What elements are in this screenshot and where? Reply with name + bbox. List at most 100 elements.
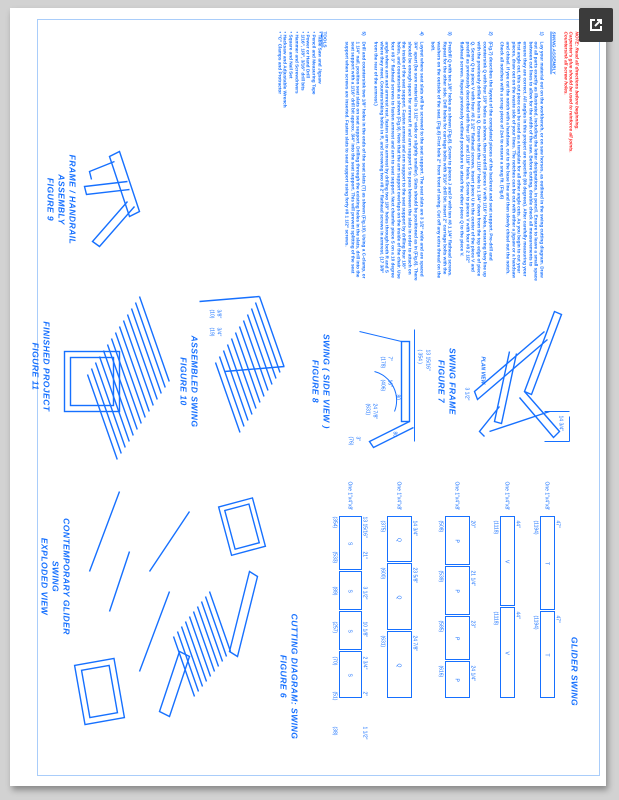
piece-letter: P [454,679,460,683]
dimension-label: (1194) [533,521,539,535]
piece-letter: P [454,590,460,594]
slat [114,332,146,418]
dimension-label: 13 15/16" [425,350,431,371]
slat [172,636,196,697]
board-piece [339,571,362,610]
dimension-label: 21" [362,552,368,560]
drawings: PLAN VIEW 14 3/4" 3 1/2" ( 354 ) 13 15/1… [63,150,570,740]
page-border [37,19,600,776]
board-piece [500,516,515,606]
slat [192,611,216,672]
piece-letter: V [504,560,510,564]
open-in-new-button[interactable] [579,8,613,42]
dimension-label: (616) [438,666,444,678]
dimension-label: (1118) [493,612,499,626]
slat [176,631,200,692]
slat [188,616,212,677]
stock-label: One 1"x4"x8' [544,482,550,511]
board-piece [387,631,412,698]
slat [242,320,269,391]
piece-letter: S [347,590,353,594]
dimension-label: (539) [438,571,444,583]
board-piece [387,563,412,630]
piece-letter: T [544,654,550,657]
slat [218,356,245,427]
dimension-label: 16" [387,380,393,388]
dimension-label: (89) [332,587,338,596]
dimension-label: 23 5/8" [412,568,418,584]
dimension-label: 3/4" [216,328,222,337]
dimension-label: (19) [209,328,215,337]
dimension-label: 3 1/2" [362,587,368,600]
dimension-label: 24 7/8" [412,636,418,652]
slat [258,296,285,367]
dimension-label: 3 1/2" [464,388,470,401]
plan-view-label: PLAN VIEW [480,357,486,386]
slat [180,626,204,687]
slat [110,338,142,424]
angle-label: 80 [392,432,398,438]
board-piece [540,611,555,698]
slat [230,338,257,409]
piece-letter: S [347,542,353,546]
dimension-label: (600) [380,568,386,580]
frame-handrail-drawing [83,150,141,248]
dimension-label: 14 3/4" [558,416,564,432]
dimension-label: 47" [555,521,561,529]
board-piece [500,607,515,698]
swing-frame-drawing: PLAN VIEW 14 3/4" 3 1/2" [464,310,570,442]
slat [246,314,273,385]
stock-label: One 1"x4"x8' [504,482,510,511]
dimension-label: (631) [380,636,386,648]
dimension-label: (10) [209,310,215,319]
dimension-label: 3" [355,437,361,442]
dimension-label: (178) [380,357,386,369]
dimension-label: (585) [438,621,444,633]
slat [102,350,134,436]
slat [130,308,162,394]
dimension-label: 13 15/16" [362,517,368,538]
slat [138,296,170,382]
board-piece [339,611,362,650]
dimension-label: 3/8" [216,310,222,319]
slat [204,596,228,657]
slat [184,621,208,682]
dimension-label: (76) [348,437,354,446]
angle-label: 80 [395,395,401,401]
piece-letter: Q [396,664,402,668]
slat [126,314,158,400]
slat [238,326,265,397]
open-in-new-icon [590,19,602,31]
dimension-label: 20" [470,521,476,529]
frame-leg [199,295,285,373]
dimension-label: 2 3/4" [362,657,368,670]
board-piece [387,516,412,562]
piece-letter: P [454,637,460,641]
finished-project-drawing [63,296,170,460]
dimension-label: (533) [332,552,338,564]
dimension-label: (406) [380,380,386,392]
dimension-label: 2" [362,692,368,697]
piece-letter: V [504,652,510,656]
piece-letter: S [347,674,353,678]
swing-side-view-drawing: ( 354 ) 13 15/16" 7" (178) 16" (406) 24 … [348,329,431,449]
dimension-label: (70) [332,657,338,666]
dimension-label: 24 1/4" [470,666,476,682]
dimension-label: 44" [515,521,521,529]
glider-frame-inner [69,356,115,407]
dimension-label: 23" [470,621,476,629]
dimension-label: (38) [332,727,338,736]
dimension-label: 24 7/8" [372,404,378,420]
slat [222,350,249,421]
slat [196,606,220,667]
slat [86,374,118,460]
dimension-label: (1118) [493,521,499,535]
board-piece [445,566,470,615]
piece-letter: Q [396,538,402,542]
dimension-label: (51) [332,692,338,701]
slat [134,302,166,388]
rotated-plan-sheet: NOTE: Read all directions before beginni… [27,12,590,768]
dimension-label: 1 1/2" [362,727,368,740]
board-piece [540,516,555,610]
